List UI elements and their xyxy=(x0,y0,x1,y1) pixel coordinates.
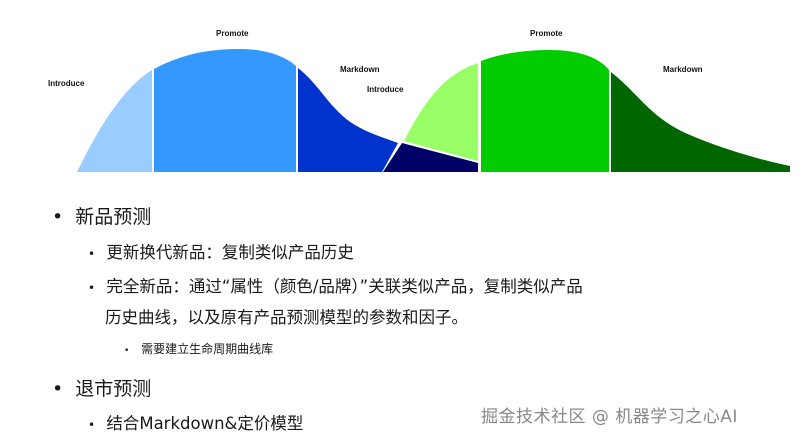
bullet-item-continuation: 历史曲线，以及原有产品预测模型的参数和因子。 xyxy=(105,308,468,327)
bullet-dot: • xyxy=(88,247,96,261)
bullet-text: 需要建立生命周期曲线库 xyxy=(141,342,274,356)
watermark: 掘金技术社区 @ 机器学习之心AI xyxy=(481,407,738,427)
bullet-exit: • 退市预测 xyxy=(52,374,151,401)
bullet-text: 结合Markdown&定价模型 xyxy=(106,414,304,433)
p2-markdown-label: Markdown xyxy=(663,65,703,74)
bullet-dot: • xyxy=(52,206,64,228)
p1-markdown-area xyxy=(298,68,398,172)
bullet-text: 完全新品：通过“属性（颜色/品牌）”关联类似产品，复制类似产品 xyxy=(106,277,583,296)
bullet-title: 新品预测 xyxy=(75,206,152,228)
bullet-item: • 结合Markdown&定价模型 xyxy=(88,410,303,434)
p2-promote-area xyxy=(481,50,609,172)
product-lifecycle-diagram: Introduce Promote Markdown Introduce Pro… xyxy=(0,0,810,180)
bullet-text: 更新换代新品：复制类似产品历史 xyxy=(106,243,354,262)
p1-introduce-label: Introduce xyxy=(48,79,85,88)
p2-introduce-area xyxy=(404,63,478,161)
bullet-dot: • xyxy=(52,378,64,400)
bullet-new-product: • 新品预测 xyxy=(52,202,151,229)
p2-promote-label: Promote xyxy=(530,29,563,38)
p2-markdown-area xyxy=(611,72,790,172)
lifecycle-curves xyxy=(77,49,790,172)
bullet-item: • 完全新品：通过“属性（颜色/品牌）”关联类似产品，复制类似产品 xyxy=(88,273,583,297)
p2-introduce-label: Introduce xyxy=(367,85,404,94)
overlap-area xyxy=(383,143,478,172)
p1-introduce-area xyxy=(77,70,152,172)
bullet-title: 退市预测 xyxy=(75,378,152,400)
bullet-dot: • xyxy=(124,346,130,356)
bullet-item: • 更新换代新品：复制类似产品历史 xyxy=(88,239,354,263)
bullet-dot: • xyxy=(88,281,96,295)
p1-promote-area xyxy=(154,49,296,172)
sub-bullet-item: • 需要建立生命周期曲线库 xyxy=(124,340,273,357)
bullet-dot: • xyxy=(88,418,96,432)
p1-promote-label: Promote xyxy=(216,29,249,38)
p1-markdown-label: Markdown xyxy=(340,65,380,74)
